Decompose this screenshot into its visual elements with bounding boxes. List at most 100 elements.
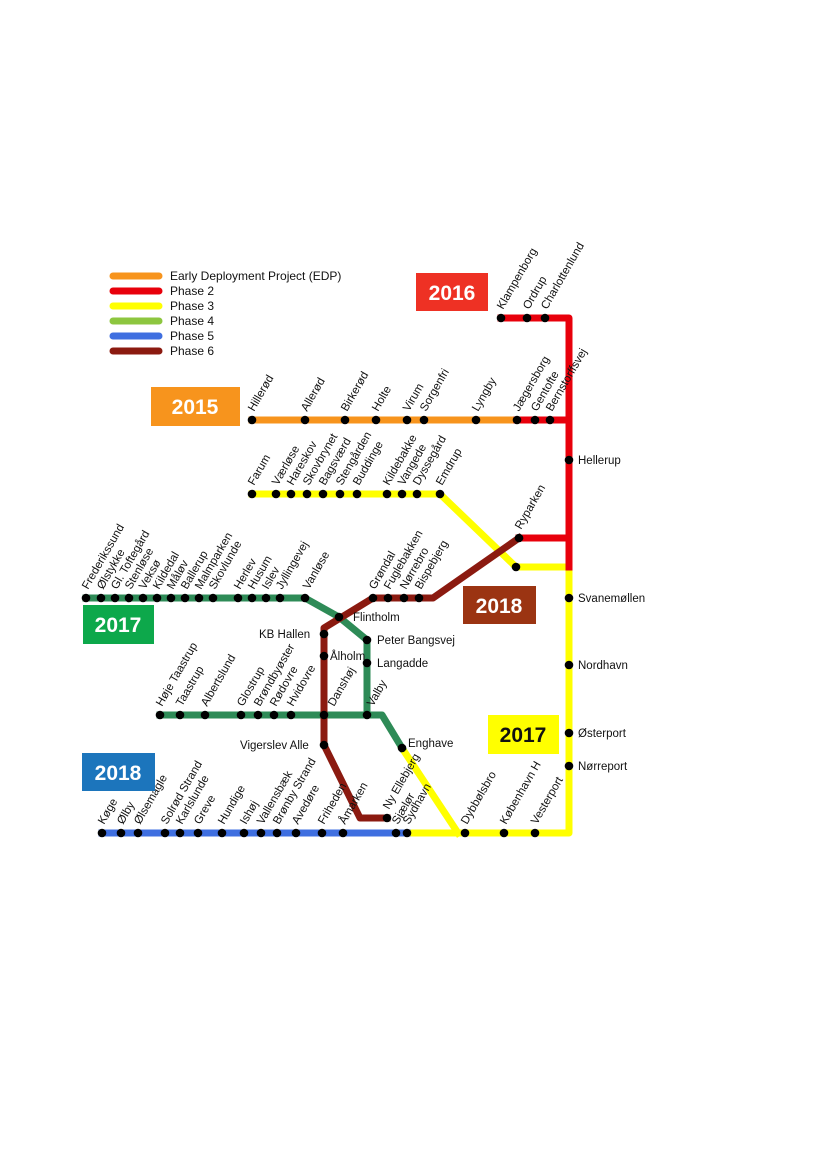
station-dot-hoje-taastrup — [155, 710, 165, 720]
station-dot-alholm — [319, 651, 329, 661]
station-dot-albertslund — [200, 710, 210, 720]
station-dot-ordrup — [522, 313, 532, 323]
station-dot-svanemollen — [564, 593, 574, 603]
station-label-lyngby: Lyngby — [470, 376, 499, 414]
station-label-holte: Holte — [370, 384, 394, 413]
station-dot-skovbrynet — [302, 489, 312, 499]
station-dot-norrebro — [399, 593, 409, 603]
legend-label-edp: Early Deployment Project (EDP) — [170, 269, 341, 283]
year-badge-2017-green-bg — [83, 605, 154, 644]
station-dot-enghave — [397, 743, 407, 753]
station-label-albertslund: Albertslund — [199, 653, 238, 709]
legend-label-phase2: Phase 2 — [170, 284, 214, 298]
station-dot-greve — [193, 828, 203, 838]
station-label-peter-bangsvej: Peter Bangsvej — [377, 635, 455, 647]
station-label-flintholm: Flintholm — [353, 612, 400, 624]
year-badge-2018-blue: 2018 — [95, 762, 142, 785]
year-badge-2016-bg — [416, 273, 488, 311]
station-dot-brondby-strand — [272, 828, 282, 838]
station-dot-glostrup — [236, 710, 246, 720]
station-dot-fuglebakken — [383, 593, 393, 603]
year-badge-2018-blue-bg — [82, 753, 155, 791]
station-label-vigerslev-alle: Vigerslev Alle — [240, 740, 309, 752]
station-dot-stenlose — [124, 593, 134, 603]
station-label-ryparken: Ryparken — [513, 483, 548, 532]
station-label-hellerup: Hellerup — [578, 455, 621, 467]
station-label-vesterport: Vesterport — [529, 774, 566, 826]
station-dot-karlslunde — [175, 828, 185, 838]
station-label-vanlose: Vanløse — [301, 550, 332, 592]
station-dot-kb-hallen — [319, 629, 329, 639]
station-dot-avedore — [291, 828, 301, 838]
station-dot-ballerup — [180, 593, 190, 603]
legend: Early Deployment Project (EDP) Phase 2 P… — [109, 269, 341, 358]
station-label-farum: Farum — [246, 453, 273, 488]
legend-label-phase5: Phase 5 — [170, 329, 214, 343]
station-dot-bispebjerg — [414, 593, 424, 603]
station-dot-charlottenlund — [540, 313, 550, 323]
station-dot-birkerod — [340, 415, 350, 425]
station-dot-rodovre — [269, 710, 279, 720]
line-phase3-farum — [248, 490, 573, 571]
station-label-norreport: Nørreport — [578, 761, 628, 773]
station-dot-kildedal — [152, 593, 162, 603]
station-dot-ryparken — [514, 533, 524, 543]
station-dot-olstykke — [96, 593, 106, 603]
station-label-enghave: Enghave — [408, 738, 453, 750]
station-dot-bernstorffsvej — [545, 415, 555, 425]
station-dot-vanlose — [300, 593, 310, 603]
station-dot-norreport — [564, 761, 574, 771]
station-dot-malmparken — [194, 593, 204, 603]
station-dot-jyllingevej — [275, 593, 285, 603]
year-badge-2018-brown: 2018 — [476, 595, 523, 618]
station-dot-holte — [371, 415, 381, 425]
line-green-taastrup — [156, 711, 407, 753]
station-dot-nordhavn — [564, 660, 574, 670]
station-dot-gl-toftegard — [110, 593, 120, 603]
station-dot-olby — [116, 828, 126, 838]
legend-label-phase4: Phase 4 — [170, 314, 214, 328]
station-dot-husum — [247, 593, 257, 603]
station-dot-olsemagle — [133, 828, 143, 838]
station-label-allerod: Allerød — [299, 376, 328, 414]
year-badge-2017-yellow-bg — [488, 715, 559, 754]
station-dot-peter-bangsvej — [362, 635, 372, 645]
year-badge-2018-brown-bg — [463, 586, 536, 624]
station-dot-yellow-junction — [511, 562, 521, 572]
station-dot-klampenborg — [496, 313, 506, 323]
station-label-hillerod: Hillerød — [246, 373, 276, 413]
station-dot-stengarden — [335, 489, 345, 499]
station-dot-jaegersborg — [512, 415, 522, 425]
station-dot-dyssegard — [412, 489, 422, 499]
station-dot-hvidovre — [286, 710, 296, 720]
station-dot-emdrup — [435, 489, 445, 499]
station-dot-hundige — [217, 828, 227, 838]
station-label-birkerod: Birkerød — [339, 370, 371, 414]
line-phase6-ring — [320, 533, 524, 822]
station-dot-sorgenfri — [419, 415, 429, 425]
station-dot-islev — [261, 593, 271, 603]
station-dot-flintholm — [334, 612, 344, 622]
station-dot-gentofte — [530, 415, 540, 425]
station-dot-veksoe — [138, 593, 148, 603]
year-badge-2015: 2015 — [172, 396, 219, 419]
line-phase3-sydhavn-link — [397, 743, 463, 838]
station-dot-bagsvaerd — [318, 489, 328, 499]
station-dot-kobenhavn-h — [499, 828, 509, 838]
station-dot-lyngby — [471, 415, 481, 425]
station-dot-allerod — [300, 415, 310, 425]
station-dot-kildebakke — [382, 489, 392, 499]
year-badges: 2016 2015 2018 2017 2017 2018 — [82, 273, 559, 791]
station-dot-hareskov — [286, 489, 296, 499]
station-label-svanemollen: Svanemøllen — [578, 593, 645, 605]
station-dot-koge — [97, 828, 107, 838]
station-dot-danshoj — [319, 710, 329, 720]
station-dot-hillerod — [247, 415, 257, 425]
station-labels-horizontal: Hellerup Svanemøllen Nordhavn Østerport … — [240, 455, 645, 773]
station-dot-ny-ellebjerg — [382, 813, 392, 823]
station-dot-herlev — [233, 593, 243, 603]
station-dot-hellerup — [564, 455, 574, 465]
station-dot-farum — [247, 489, 257, 499]
station-label-charlottenlund: Charlottenlund — [539, 241, 587, 312]
